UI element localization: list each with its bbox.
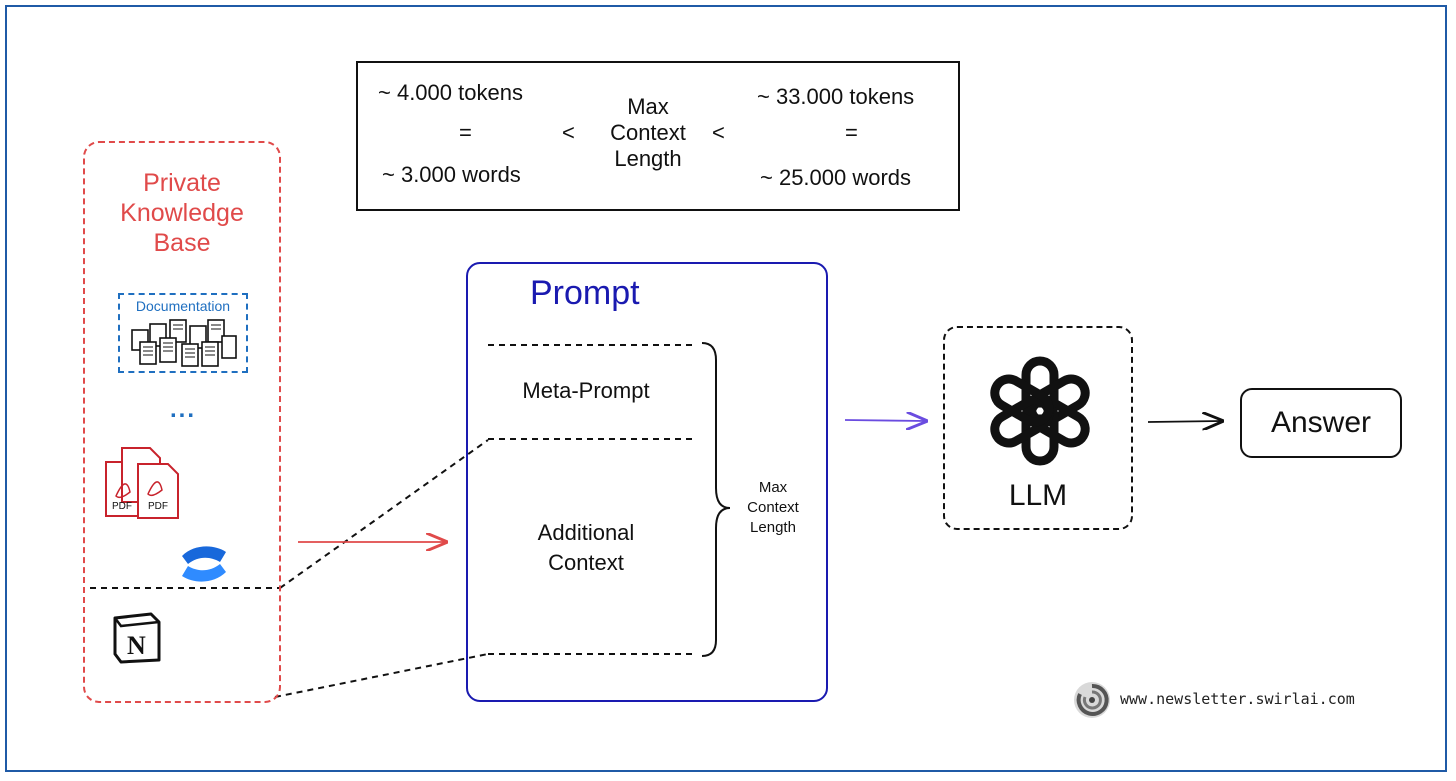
right-equals: =: [845, 120, 858, 145]
more-sources-ellipsis: ...: [169, 396, 196, 423]
left-tokens: ~ 4.000 tokens: [378, 80, 523, 105]
private-knowledge-base: [83, 141, 281, 703]
confluence-icon: [182, 546, 226, 582]
kb-title-line-2: Knowledge: [120, 199, 244, 227]
additional-context-label: Additional Context: [488, 518, 684, 578]
left-words: ~ 3.000 words: [382, 162, 521, 187]
less-than-left: <: [562, 120, 575, 145]
projection-line-bottom: [274, 653, 489, 698]
pdf-files-icon: PDF PDF: [105, 447, 179, 519]
kb-title-line-3: Base: [153, 229, 211, 257]
documentation-box: [118, 293, 248, 373]
documentation-label: Documentation: [135, 298, 231, 314]
brace-label-line-1: Max: [758, 479, 788, 496]
projection-line-top: [279, 439, 489, 589]
brace-label-line-3: Length: [750, 519, 796, 536]
documents-stack-icon: [131, 319, 237, 367]
brace-max-context-length: Max Context Length: [728, 478, 818, 538]
footer-url[interactable]: www.newsletter.swirlai.com: [1120, 690, 1355, 708]
kb-title-line-1: Private: [143, 169, 221, 197]
right-words: ~ 25.000 words: [760, 165, 912, 190]
openai-logo-icon: [990, 356, 1090, 466]
max-context-brace: [701, 342, 731, 657]
llm-box: [943, 326, 1133, 530]
brace-label-line-2: Context: [747, 499, 799, 516]
prompt-title: Prompt: [530, 274, 640, 312]
prompt-box: [466, 262, 828, 702]
kb-title: Private Knowledge Base: [83, 168, 281, 258]
context-length-box: [356, 61, 960, 211]
right-tokens: ~ 33.000 tokens: [757, 84, 915, 109]
notion-letter: N: [127, 631, 146, 660]
notion-icon: N: [111, 612, 161, 664]
swirlai-logo-icon: [1074, 682, 1110, 718]
pdf-label-2: PDF: [148, 501, 168, 512]
max-context-length-center: Max Context Length: [598, 94, 698, 172]
additional-context-line-1: Additional: [537, 520, 635, 545]
meta-prompt-label: Meta-Prompt: [522, 378, 650, 403]
center-line-3: Length: [614, 146, 682, 171]
answer-box: Answer: [1240, 388, 1402, 458]
pdf-label-1: PDF: [112, 501, 132, 512]
arrow-prompt-to-llm: [844, 420, 926, 421]
arrow-llm-to-answer: [1147, 421, 1222, 422]
center-line-2: Context: [610, 120, 686, 145]
center-line-1: Max: [627, 94, 669, 119]
answer-label: Answer: [1270, 406, 1372, 439]
additional-context-line-2: Context: [548, 550, 624, 575]
llm-label: LLM: [1008, 479, 1068, 512]
diagram-frame: [5, 5, 1447, 772]
less-than-right: <: [712, 120, 725, 145]
left-equals: =: [459, 120, 472, 145]
